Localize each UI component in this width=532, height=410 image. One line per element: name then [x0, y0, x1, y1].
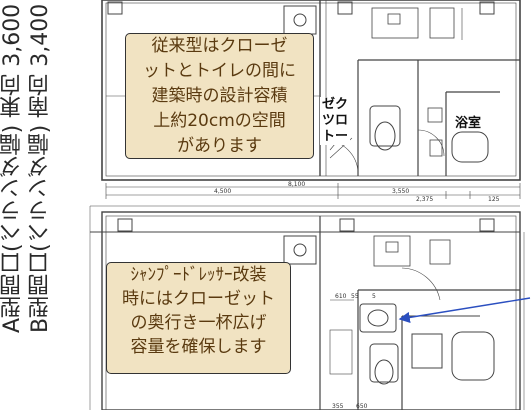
callout-line: 時にはクローゼット — [122, 289, 275, 309]
dimension-small-b: 55 — [351, 293, 359, 300]
dimension-lines — [105, 183, 521, 199]
callout-line: 建築時の設計容積 — [151, 86, 288, 106]
dimension-right: 3,550 — [392, 188, 410, 195]
callout-line: ットとトイレの間に — [143, 61, 296, 81]
dimension-left: 4,500 — [214, 188, 232, 195]
dimension-small-a: 610 — [335, 293, 347, 300]
a-type-frontage-label: A型間口(ベランダ幅) 東向 3,600 — [0, 4, 25, 334]
pointer-arrow — [398, 297, 531, 323]
dimension-bottom-b: 650 — [356, 403, 368, 410]
dimension-total: 8,100 — [288, 181, 306, 188]
top-floor-plan — [101, 0, 521, 181]
dimension-right-sub: 2,375 — [416, 196, 434, 203]
callout-line: 従来型はクローゼ — [151, 36, 288, 56]
callout-line: 上約20cmの空間 — [153, 111, 286, 131]
callout-line: の奥行き一杯広げ — [130, 313, 267, 333]
callout-line: ｼｬﾝﾌﾟｰﾄﾞﾚｯｻｰ改装 — [130, 265, 267, 285]
bathroom-label: 浴室 — [455, 112, 482, 131]
callout-existing-closet: 従来型はクローゼ ットとトイレの間に 建築時の設計容積 上約20cmの空間 があ… — [125, 33, 314, 159]
closet-label-line: ツロ — [321, 113, 348, 128]
closet-label: ゼク ツロ トー — [320, 97, 350, 145]
dimension-bottom-a: 355 — [332, 403, 344, 410]
callout-line: 容量を確保します — [130, 337, 267, 357]
top-plan-outer-wall — [101, 0, 521, 181]
callout-line: があります — [177, 136, 262, 156]
callout-renovation: ｼｬﾝﾌﾟｰﾄﾞﾚｯｻｰ改装 時にはクローゼット の奥行き一杯広げ 容量を確保し… — [106, 262, 291, 374]
b-type-frontage-label: B型間口(ベランダ幅) 南向 3,400 — [28, 4, 53, 334]
bottom-plan-outer-wall — [101, 211, 521, 410]
dimension-corner: 125 — [488, 196, 500, 203]
closet-label-line: トー — [321, 129, 348, 144]
dimension-small-c: 5 — [372, 293, 376, 300]
closet-label-line: ゼク — [321, 97, 348, 112]
